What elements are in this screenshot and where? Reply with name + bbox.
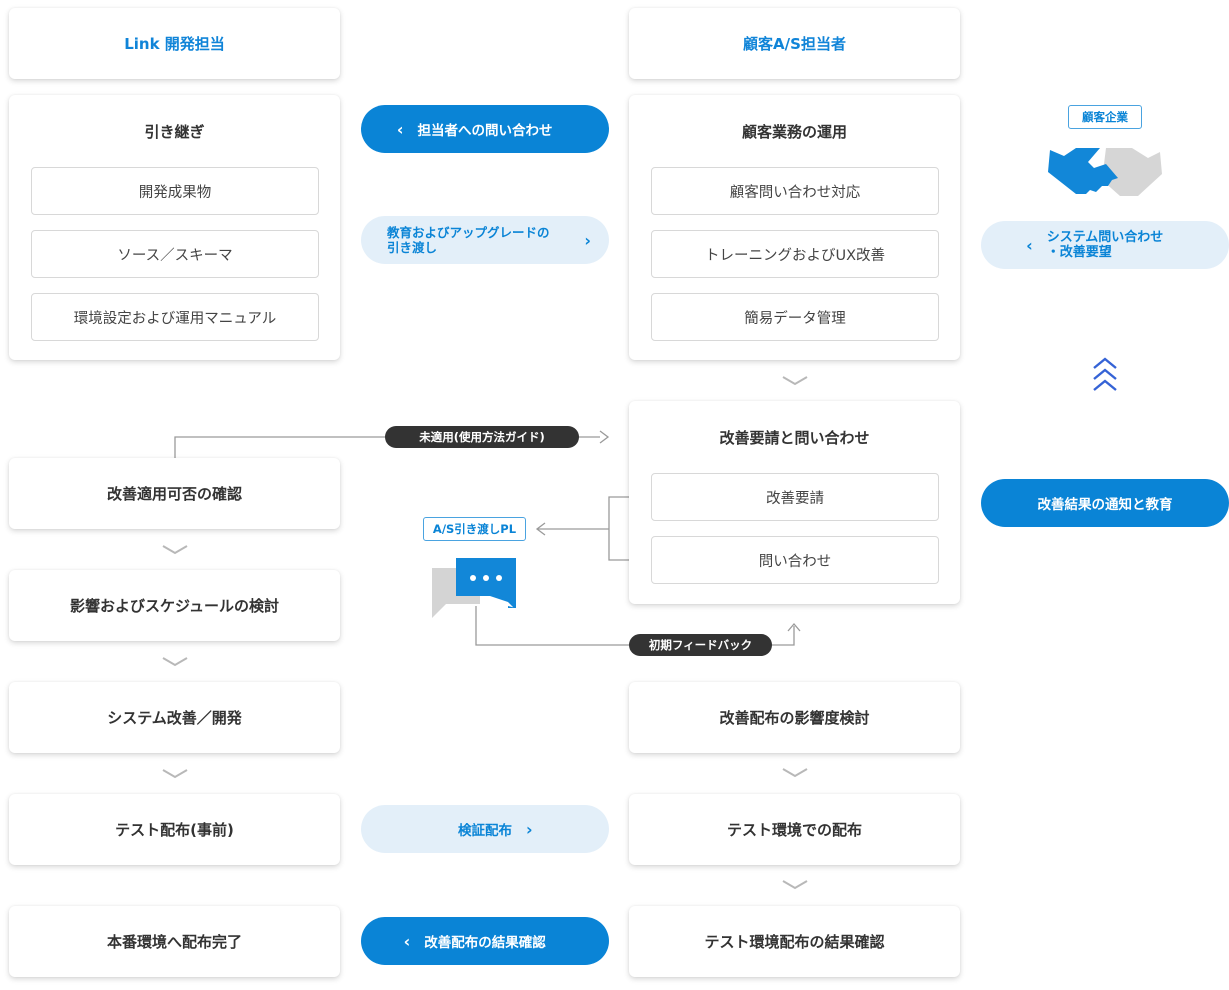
operation-title: 顧客業務の運用 [741, 123, 847, 141]
as-handover-pl-label: A/S引き渡しPL [423, 517, 526, 541]
handover-card: 引き継ぎ 開発成果物 ソース／スキーマ 環境設定および運用マニュアル [9, 95, 340, 360]
right-flow-step: テスト環境配布の結果確認 [629, 906, 960, 977]
handover-item: 開発成果物 [31, 167, 319, 215]
chevron-left-icon: ‹ [1026, 235, 1033, 255]
chevron-down-icon [782, 768, 808, 778]
system-inquiry-line1: システム問い合わせ [1046, 230, 1164, 245]
verification-deploy-label: 検証配布 [458, 823, 512, 839]
chevron-down-icon [162, 545, 188, 555]
education-label-line2: 引き渡し [387, 240, 438, 255]
chevron-right-icon: › [584, 230, 591, 250]
handover-title: 引き継ぎ [144, 123, 205, 141]
deploy-result-label: 改善配布の結果確認 [424, 935, 546, 951]
feedback-arrowhead [787, 623, 801, 632]
chevron-down-icon [782, 376, 808, 386]
right-flow-step: 改善配布の影響度検討 [629, 682, 960, 753]
customer-company-label: 顧客企業 [1068, 105, 1142, 129]
left-flow-step-label: システム改善／開発 [107, 709, 242, 727]
handover-item: ソース／スキーマ [31, 230, 319, 278]
request-card: 改善要請と問い合わせ 改善要請 問い合わせ [629, 401, 960, 604]
left-flow-step-label: 本番環境へ配布完了 [106, 933, 242, 951]
double-chevron-up-icon [1093, 357, 1117, 391]
chat-bubble-icon [432, 558, 516, 618]
first-feedback-tag-label: 初期フィードバック [648, 638, 753, 652]
chevron-down-icon [162, 769, 188, 779]
not-applied-arrowhead [599, 430, 610, 444]
request-item: 問い合わせ [651, 536, 939, 584]
customer-as-header-label: 顧客A/S担当者 [743, 35, 846, 53]
as-label-arrowhead [535, 522, 546, 536]
operation-card: 顧客業務の運用 顧客問い合わせ対応 トレーニングおよびUX改善 簡易データ管理 [629, 95, 960, 360]
chevron-down-icon [162, 657, 188, 667]
chevron-left-icon: ‹ [396, 119, 404, 139]
operation-item: トレーニングおよびUX改善 [651, 230, 939, 278]
verification-deploy-pill[interactable]: › 検証配布 › [361, 805, 609, 853]
customer-company-text: 顧客企業 [1082, 110, 1128, 124]
right-flow-step-label: テスト環境での配布 [726, 821, 862, 839]
as-handover-pl-text: A/S引き渡しPL [432, 522, 517, 536]
chevron-left-icon: ‹ [403, 931, 411, 951]
education-label-line1: 教育およびアップグレードの [387, 225, 550, 240]
left-flow-step: 影響およびスケジュールの検討 [9, 570, 340, 641]
chevron-down-icon [782, 880, 808, 890]
not-applied-tag: 未適用(使用方法ガイド) [385, 426, 579, 448]
request-title: 改善要請と問い合わせ [719, 429, 870, 447]
request-item: 改善要請 [651, 473, 939, 521]
right-flow-step-label: 改善配布の影響度検討 [719, 709, 870, 727]
handover-item: 環境設定および運用マニュアル [31, 293, 319, 341]
left-flow-step-label: テスト配布(事前) [115, 821, 234, 839]
link-dev-header: Link 開発担当 [9, 8, 340, 79]
first-feedback-tag: 初期フィードバック [629, 634, 772, 656]
chevron-right-icon: › [526, 819, 533, 839]
right-flow-step: テスト環境での配布 [629, 794, 960, 865]
left-flow-step: 改善適用可否の確認 [9, 458, 340, 529]
customer-as-header: 顧客A/S担当者 [629, 8, 960, 79]
improvement-notice-pill[interactable]: 改善結果の通知と教育 [981, 479, 1229, 527]
system-inquiry-line2: ・改善要望 [1046, 245, 1112, 260]
operation-item: 簡易データ管理 [651, 293, 939, 341]
education-handover-pill[interactable]: 教育およびアップグレードの 引き渡し › [361, 216, 609, 264]
left-flow-step: 本番環境へ配布完了 [9, 906, 340, 977]
system-inquiry-pill[interactable]: ‹ システム問い合わせ ・改善要望 ‹ [981, 221, 1229, 269]
deploy-result-pill[interactable]: ‹ 改善配布の結果確認 ‹ [361, 917, 609, 965]
handshake-icon [1048, 148, 1162, 196]
operation-item: 顧客問い合わせ対応 [651, 167, 939, 215]
link-dev-header-label: Link 開発担当 [124, 35, 225, 53]
left-flow-step-label: 改善適用可否の確認 [106, 485, 242, 503]
inquiry-to-staff-label: 担当者への問い合わせ [417, 123, 553, 139]
inquiry-to-staff-pill[interactable]: ‹ 担当者への問い合わせ ‹ [361, 105, 609, 153]
not-applied-tag-label: 未適用(使用方法ガイド) [419, 430, 545, 444]
left-flow-step: テスト配布(事前) [9, 794, 340, 865]
left-flow-step: システム改善／開発 [9, 682, 340, 753]
right-flow-step-label: テスト環境配布の結果確認 [704, 933, 885, 951]
left-flow-step-label: 影響およびスケジュールの検討 [70, 597, 279, 615]
improvement-notice-label: 改善結果の通知と教育 [1037, 497, 1173, 513]
